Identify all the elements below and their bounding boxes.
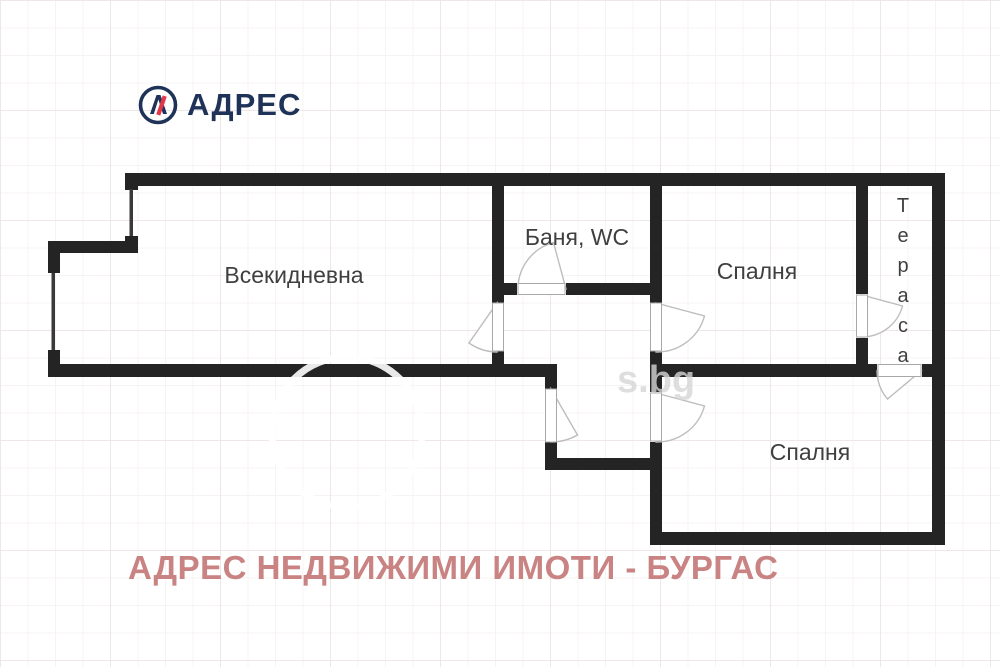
svg-text:с: с	[898, 315, 908, 337]
room-labels-layer: Всекидневна Баня, WC Спалня Спалня Т е р…	[224, 195, 909, 465]
door-frames-layer	[492, 283, 922, 443]
watermark-circle	[268, 353, 426, 511]
svg-text:е: е	[897, 225, 908, 247]
watermark-text: s.bg	[617, 359, 695, 401]
room-label-living: Всекидневна	[224, 262, 363, 288]
door-arc-bedroom1	[655, 302, 706, 353]
doors-layer	[468, 241, 923, 443]
room-label-bath: Баня, WC	[525, 224, 629, 250]
room-label-bedroom2: Спалня	[770, 439, 850, 465]
walls-layer	[48, 173, 945, 545]
agency-caption: АДРЕС НЕДВИЖИМИ ИМОТИ - БУРГАС	[128, 549, 779, 586]
adres-circle-a-icon	[137, 84, 179, 126]
agency-logo-text: АДРЕС	[187, 87, 302, 122]
windows-layer	[51, 189, 133, 350]
window-left-lower	[51, 273, 55, 350]
watermark: s.bg	[268, 353, 695, 511]
room-label-terrace: Т е р а с а	[897, 195, 910, 367]
agency-logo: АДРЕС	[137, 84, 301, 126]
door-arc-living	[468, 300, 498, 353]
door-arc-bedroom2	[655, 392, 706, 443]
room-label-bedroom1: Спалня	[717, 258, 797, 284]
window-left-upper	[129, 189, 133, 236]
svg-text:Т: Т	[897, 195, 909, 217]
svg-text:а: а	[897, 285, 909, 307]
svg-text:а: а	[897, 345, 909, 367]
door-arc-terrace-bedroom2	[876, 370, 923, 400]
svg-text:р: р	[897, 255, 908, 277]
door-arc-terrace	[861, 294, 904, 338]
